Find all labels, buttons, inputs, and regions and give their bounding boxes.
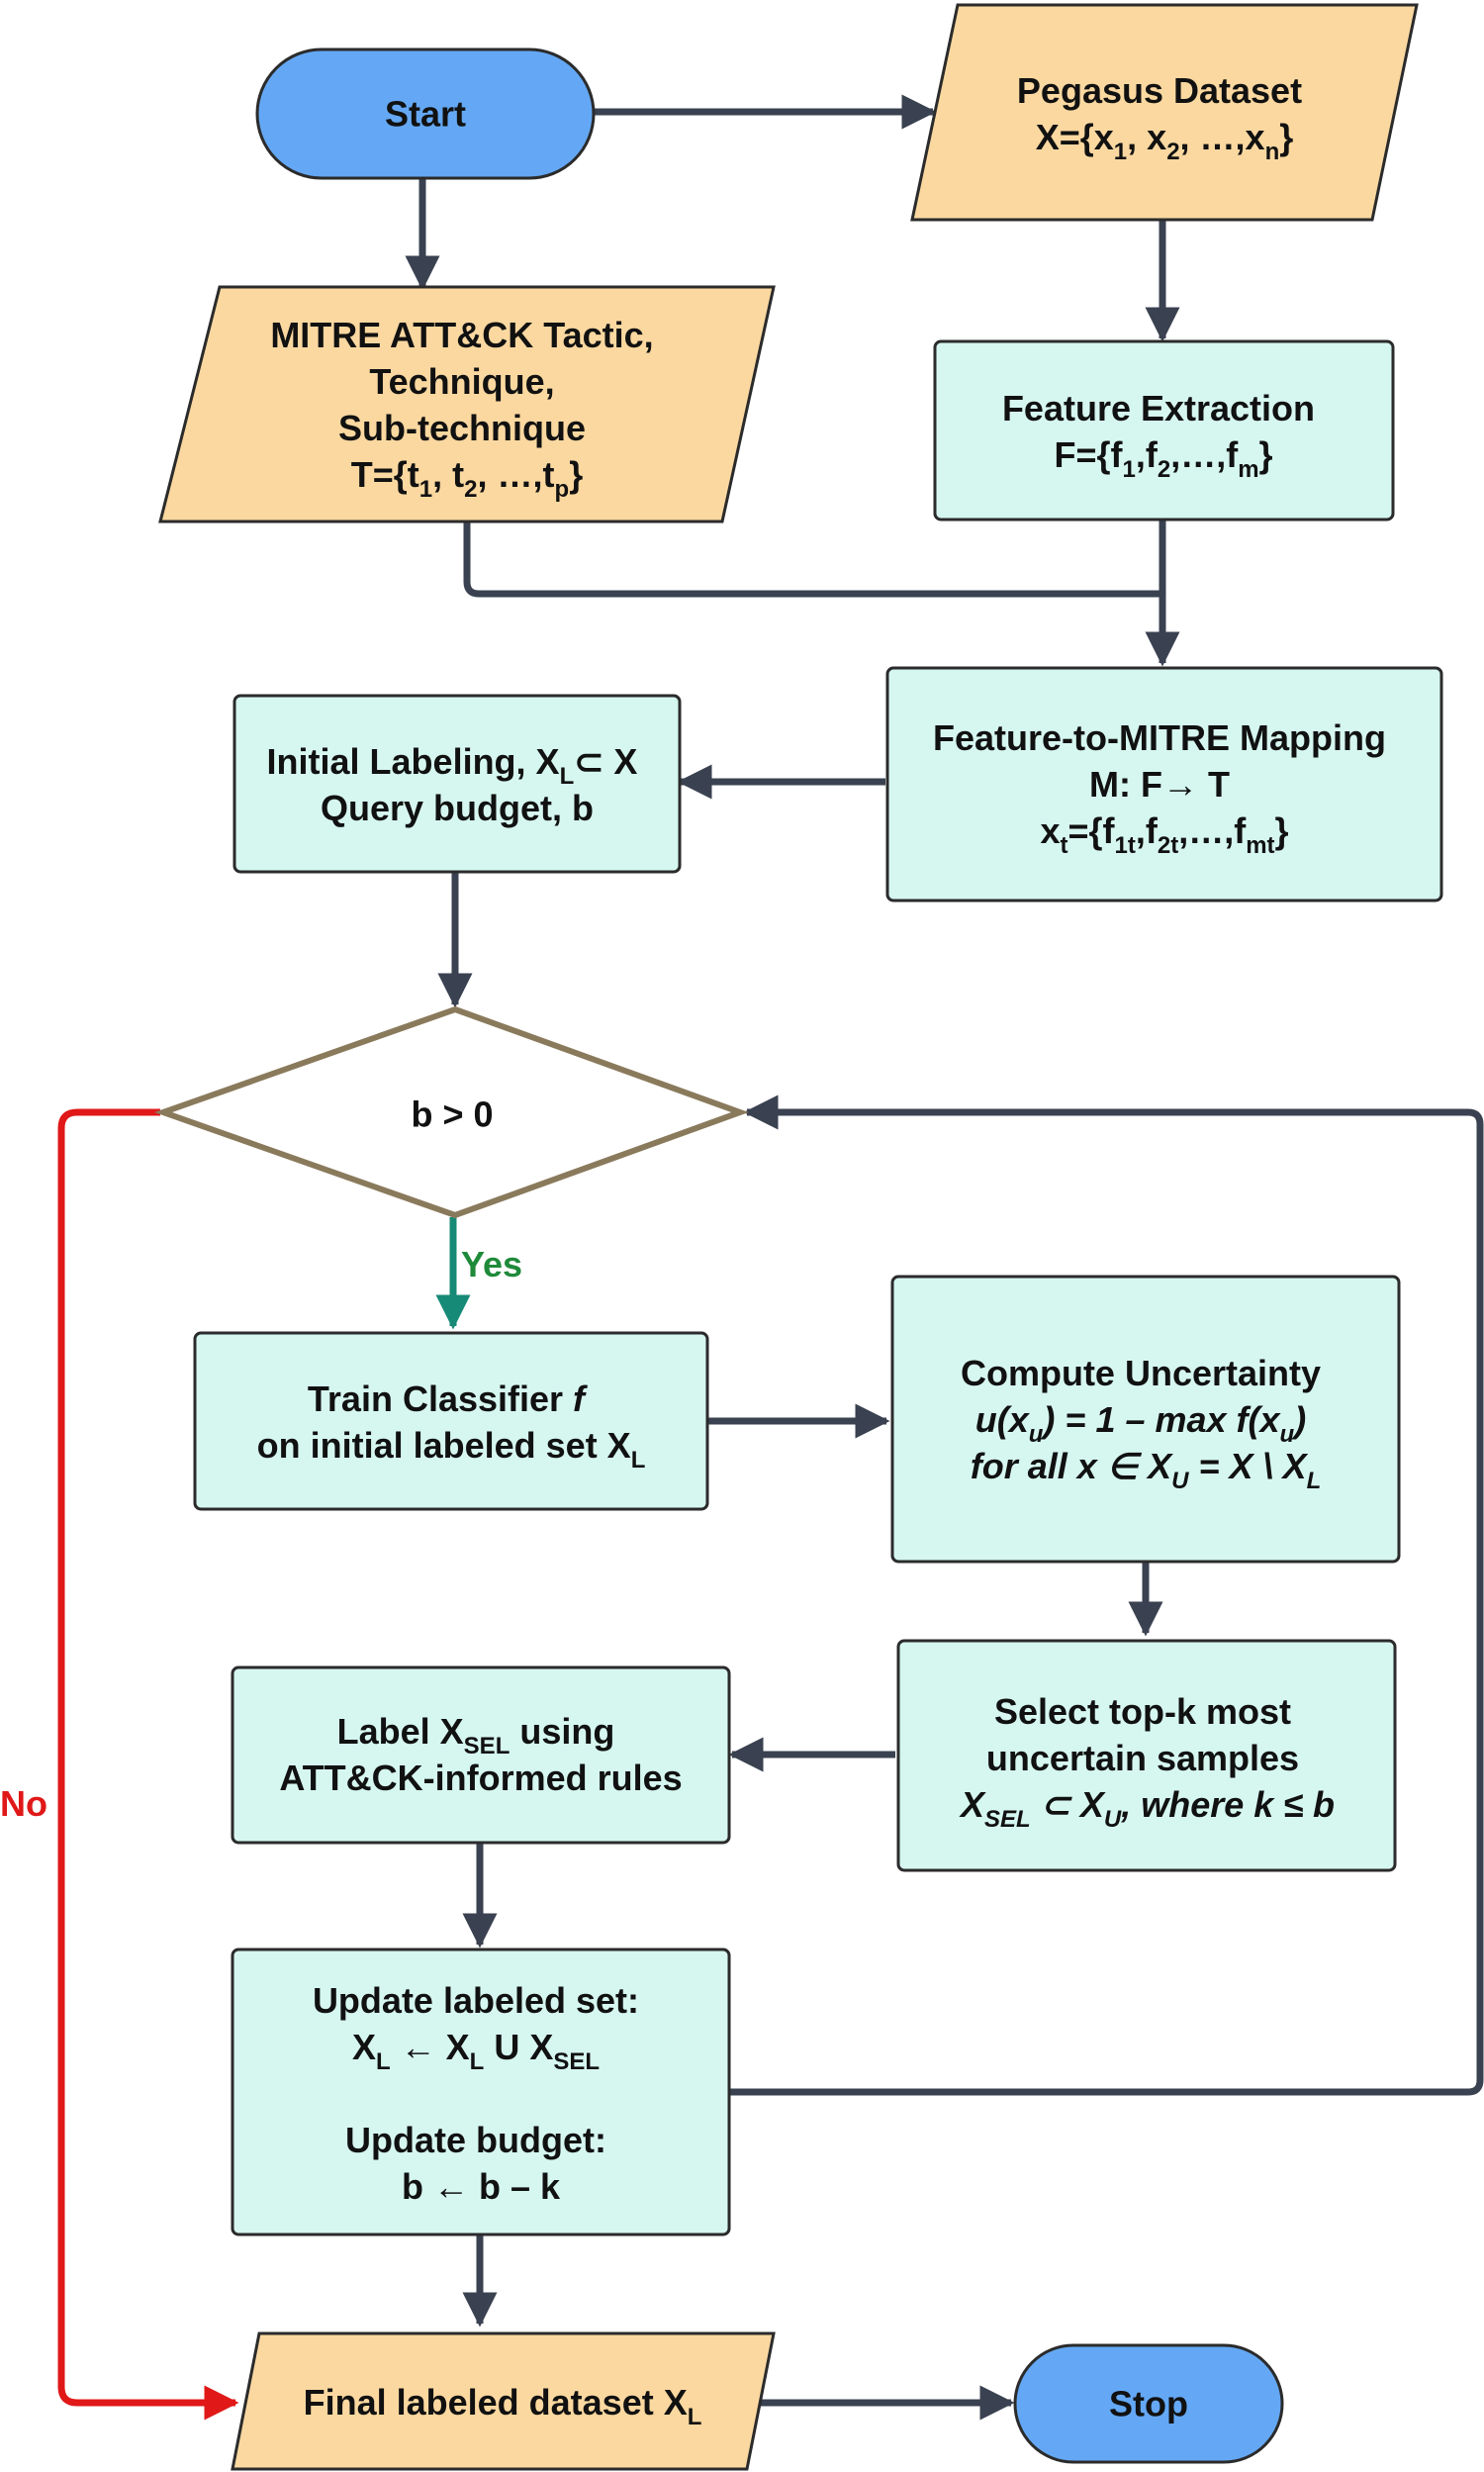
update-text: Update labeled set: XL ← XL U XSEL Updat… <box>313 1980 649 2207</box>
pegasus-dataset-node: Pegasus Dataset X={x1, x2, …,xn} <box>910 3 1419 222</box>
update-node: Update labeled set: XL ← XL U XSEL Updat… <box>231 1948 731 2236</box>
label-xsel-node: Label XSEL using ATT&CK-informed rules <box>231 1665 731 1845</box>
decision-label: b > 0 <box>411 1094 493 1135</box>
feature-mitre-mapping-node: Feature-to-MITRE Mapping M: F→ T xt={f1t… <box>885 666 1443 903</box>
final-dataset-node: Final labeled dataset XL <box>231 2331 776 2471</box>
select-topk-node: Select top-k most uncertain samples XSEL… <box>896 1639 1397 1872</box>
stop-terminator: Stop <box>1013 2343 1284 2464</box>
stop-label: Stop <box>1109 2384 1188 2424</box>
feature-mitre-mapping-text: Feature-to-MITRE Mapping M: F→ T xt={f1t… <box>933 717 1396 859</box>
mitre-attack-text: MITRE ATT&CK Tactic, Technique, Sub-tech… <box>270 315 663 503</box>
arrow-update-loop-to-decision <box>730 1094 1484 2096</box>
feature-extraction-node: Feature Extraction F={f1,f2,…,fm} <box>933 339 1395 522</box>
final-dataset-text: Final labeled dataset XL <box>304 2382 702 2430</box>
compute-uncertainty-text: Compute Uncertainty u(xu) = 1 – max f(xu… <box>961 1353 1331 1494</box>
no-label: No <box>0 1783 47 1824</box>
arrow-decision-no <box>57 1108 239 2421</box>
pegasus-dataset-text: Pegasus Dataset X={x1, x2, …,xn} <box>1017 70 1312 165</box>
arrow-mitre-to-mapping <box>463 522 1162 598</box>
feature-extraction-text: Feature Extraction F={f1,f2,…,fm} <box>1002 388 1325 483</box>
initial-labeling-text: Initial Labeling, XL⊂ X Query budget, b <box>267 741 648 828</box>
train-classifier-node: Train Classifier f on initial labeled se… <box>193 1331 709 1511</box>
train-classifier-text: Train Classifier f on initial labeled se… <box>257 1379 646 1474</box>
yes-label: Yes <box>461 1244 522 1284</box>
compute-uncertainty-node: Compute Uncertainty u(xu) = 1 – max f(xu… <box>890 1275 1401 1564</box>
label-xsel-text: Label XSEL using ATT&CK-informed rules <box>279 1711 682 1798</box>
mitre-attack-node: MITRE ATT&CK Tactic, Technique, Sub-tech… <box>158 285 776 523</box>
select-topk-text: Select top-k most uncertain samples XSEL… <box>959 1691 1335 1833</box>
start-label: Start <box>385 94 466 135</box>
connectors <box>57 94 1484 2421</box>
budget-decision-node: b > 0 <box>153 1005 749 1219</box>
start-terminator: Start <box>255 48 596 180</box>
initial-labeling-node: Initial Labeling, XL⊂ X Query budget, b <box>232 694 682 874</box>
